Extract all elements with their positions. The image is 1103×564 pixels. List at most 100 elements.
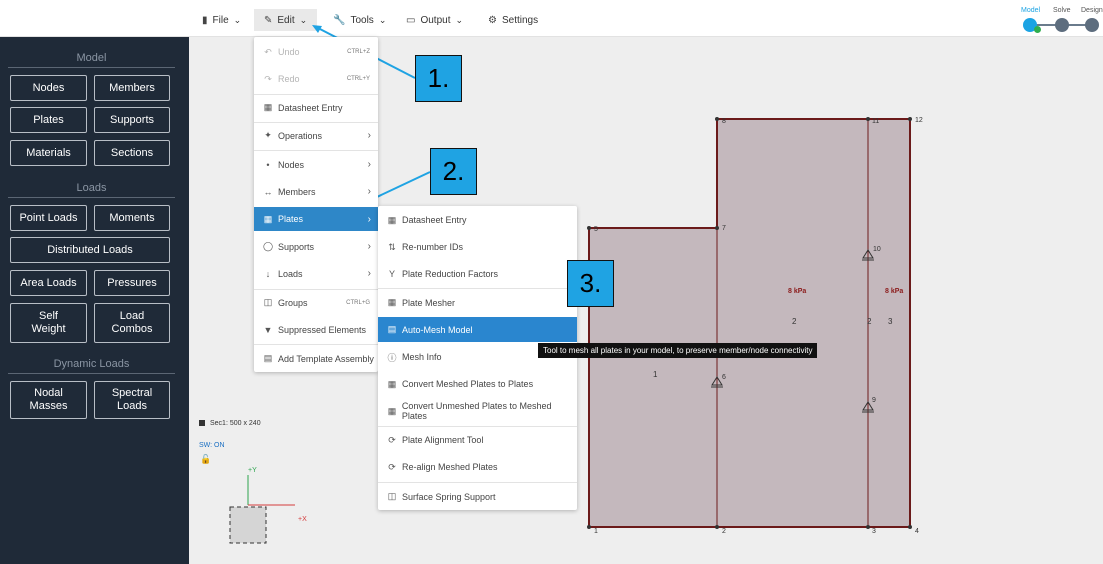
add-template-item[interactable]: ▤ Add Template Assembly bbox=[254, 347, 378, 370]
convert-meshed-label: Convert Meshed Plates to Plates bbox=[402, 379, 534, 389]
node-marker bbox=[587, 226, 591, 230]
plate-mesher-item[interactable]: ▦ Plate Mesher bbox=[378, 290, 577, 315]
datasheet-entry-item[interactable]: ▦ Datasheet Entry bbox=[254, 96, 378, 119]
mesh-info-item[interactable]: ⓘ Mesh Info bbox=[378, 345, 577, 369]
moments-button[interactable]: Moments bbox=[94, 205, 170, 231]
pressure-label: 8 kPa bbox=[788, 288, 807, 295]
grid-icon: ▦ bbox=[263, 213, 273, 224]
settings-menu[interactable]: ⚙ Settings bbox=[488, 9, 538, 31]
sidebar: Model Nodes Members Plates Supports Mate… bbox=[0, 37, 189, 564]
convert-meshed-item[interactable]: ▦ Convert Meshed Plates to Plates bbox=[378, 372, 577, 396]
chevron-right-icon: › bbox=[367, 213, 371, 225]
monitor-icon: ▭ bbox=[406, 14, 416, 26]
operations-item[interactable]: ✦ Operations › bbox=[254, 124, 378, 147]
pin-support-icon bbox=[862, 401, 874, 413]
realign-meshed-item[interactable]: ⟳ Re-align Meshed Plates bbox=[378, 455, 577, 479]
spectral-loads-button[interactable]: Spectral Loads bbox=[94, 381, 170, 419]
table-icon: ▦ bbox=[263, 102, 273, 112]
nodes-item[interactable]: • Nodes › bbox=[254, 153, 378, 176]
edit-menu[interactable]: ✎ Edit ⌄ bbox=[254, 9, 318, 31]
pressures-button[interactable]: Pressures bbox=[94, 270, 170, 296]
plate-reduction-label: Plate Reduction Factors bbox=[402, 269, 499, 279]
chevron-right-icon: › bbox=[367, 268, 371, 279]
node-marker bbox=[715, 226, 719, 230]
plates-button[interactable]: Plates bbox=[10, 107, 87, 133]
support-icon: ◯ bbox=[263, 241, 274, 251]
renumber-ids-item[interactable]: ⇅ Re-number IDs bbox=[378, 235, 577, 259]
unlock-icon[interactable]: 🔓 bbox=[200, 454, 212, 464]
filter-icon: ▼ bbox=[263, 324, 273, 335]
supports-button[interactable]: Supports bbox=[94, 107, 170, 133]
node-marker bbox=[908, 117, 912, 121]
plates-datasheet-item[interactable]: ▦ Datasheet Entry bbox=[378, 208, 577, 232]
redo-item[interactable]: ↷ Redo CTRL+Y bbox=[254, 68, 378, 90]
members-item[interactable]: ↔ Members › bbox=[254, 180, 378, 203]
file-icon: ▮ bbox=[202, 14, 208, 26]
align-icon: ⟳ bbox=[388, 461, 396, 472]
plate-label: 2 bbox=[867, 317, 872, 326]
arrow-down-icon: ↓ bbox=[265, 268, 271, 279]
loads-item[interactable]: ↓ Loads › bbox=[254, 262, 378, 285]
grid-icon: ▦ bbox=[387, 405, 397, 416]
self-weight-button[interactable]: Self Weight bbox=[10, 303, 87, 343]
suppressed-elements-label: Suppressed Elements bbox=[278, 324, 367, 335]
node-label: 7 bbox=[722, 225, 726, 232]
nodal-masses-button[interactable]: Nodal Masses bbox=[10, 381, 87, 419]
sort-numeric-icon: ⇅ bbox=[388, 241, 396, 252]
spectral-loads-label-line2: Loads bbox=[117, 400, 147, 412]
align-icon: ⟳ bbox=[388, 434, 396, 445]
load-combos-button[interactable]: Load Combos bbox=[94, 303, 170, 343]
suppressed-elements-item[interactable]: ▼ Suppressed Elements bbox=[254, 318, 378, 341]
nodal-masses-label-line2: Masses bbox=[29, 400, 68, 412]
template-icon: ▤ bbox=[263, 353, 273, 363]
undo-icon: ↶ bbox=[264, 46, 272, 57]
point-loads-button[interactable]: Point Loads bbox=[10, 205, 87, 231]
nodal-masses-label-line1: Nodal bbox=[34, 387, 63, 399]
tools-menu[interactable]: 🔧 Tools ⌄ bbox=[333, 9, 386, 31]
top-menu-bar: ▮ File ⌄ ✎ Edit ⌄ 🔧 Tools ⌄ ▭ Output ⌄ ⚙… bbox=[0, 0, 1103, 37]
supports-item[interactable]: ◯ Supports › bbox=[254, 235, 378, 258]
members-label: Members bbox=[278, 186, 316, 197]
auto-mesh-model-item[interactable]: ▤ Auto-Mesh Model bbox=[378, 317, 577, 342]
plate-reduction-item[interactable]: Υ Plate Reduction Factors bbox=[378, 262, 577, 286]
node-label: 12 bbox=[915, 117, 923, 124]
distributed-loads-button[interactable]: Distributed Loads bbox=[10, 237, 170, 263]
surface-spring-item[interactable]: ◫ Surface Spring Support bbox=[378, 485, 577, 508]
area-loads-button[interactable]: Area Loads bbox=[10, 270, 87, 296]
materials-button[interactable]: Materials bbox=[10, 140, 87, 166]
callout-step-2: 2. bbox=[430, 148, 477, 195]
node-label: 10 bbox=[873, 246, 881, 253]
workflow-solve-step[interactable] bbox=[1055, 18, 1069, 32]
workflow-model-step[interactable] bbox=[1023, 18, 1037, 32]
plates-item[interactable]: ▦ Plates › bbox=[254, 207, 378, 231]
spring-icon: ◫ bbox=[387, 491, 397, 501]
workflow-design-step[interactable] bbox=[1085, 18, 1099, 32]
divider bbox=[8, 197, 175, 198]
model-section-title: Model bbox=[76, 52, 107, 64]
section-info: Sec1: 500 x 240 bbox=[210, 420, 261, 427]
undo-item[interactable]: ↶ Undo CTRL+Z bbox=[254, 41, 378, 63]
sections-button[interactable]: Sections bbox=[94, 140, 170, 166]
convert-unmeshed-item[interactable]: ▦ Convert Unmeshed Plates to Meshed Plat… bbox=[378, 399, 577, 423]
file-menu[interactable]: ▮ File ⌄ bbox=[202, 9, 241, 31]
loads-label: Loads bbox=[278, 268, 303, 279]
members-button[interactable]: Members bbox=[94, 75, 170, 101]
node-label: 2 bbox=[722, 528, 726, 535]
groups-label: Groups bbox=[278, 297, 308, 308]
undo-shortcut: CTRL+Z bbox=[347, 49, 370, 55]
output-menu[interactable]: ▭ Output ⌄ bbox=[406, 9, 463, 31]
nodes-button[interactable]: Nodes bbox=[10, 75, 87, 101]
plate-alignment-item[interactable]: ⟳ Plate Alignment Tool bbox=[378, 428, 577, 452]
loads-section-title: Loads bbox=[76, 182, 107, 194]
groups-item[interactable]: ◫ Groups CTRL+G bbox=[254, 291, 378, 314]
auto-mesh-tooltip: Tool to mesh all plates in your model, t… bbox=[538, 343, 818, 358]
callout-step-1: 1. bbox=[415, 55, 462, 102]
workflow-connector bbox=[1036, 24, 1056, 26]
arrowhead-icon bbox=[312, 25, 322, 33]
self-weight-status[interactable]: SW: ON bbox=[199, 442, 225, 449]
plate-alignment-label: Plate Alignment Tool bbox=[402, 435, 484, 445]
surface-spring-label: Surface Spring Support bbox=[402, 491, 496, 502]
mesh-info-label: Mesh Info bbox=[402, 352, 442, 362]
realign-meshed-label: Re-align Meshed Plates bbox=[402, 462, 498, 472]
